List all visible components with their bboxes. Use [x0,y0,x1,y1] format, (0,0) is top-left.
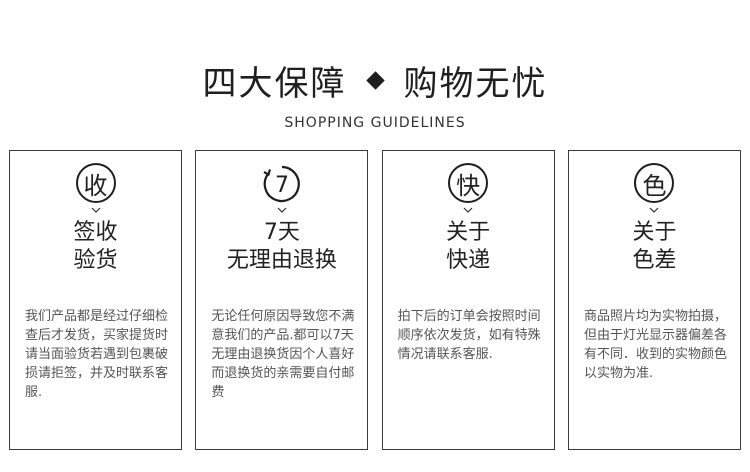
seven-icon-char: 7 [275,173,289,198]
card-body: 拍下后的订单会按照时间顺序依次发货，如有特殊情况请联系客服. [397,309,541,362]
card-heading-line2: 快递 [446,248,491,273]
chevron-down-icon [91,207,100,213]
card-heading-line1: 7天 [263,220,300,245]
title-left: 四大保障 [202,64,347,104]
card-heading: 7天 无理由退换 [196,219,367,275]
sign-icon: 收 [75,163,116,203]
subtitle: SHOPPING GUIDELINES [284,115,466,131]
title-row: 四大保障 购物无忧 [0,56,750,105]
title-right: 购物无忧 [403,64,548,104]
color-icon: 色 [634,163,675,203]
card-heading: 关于 色差 [569,219,740,275]
card-heading: 关于 快递 [383,219,554,275]
card-heading-line2: 验货 [73,248,118,273]
card-body: 无论任何原因导致您不满意我们的产品.都可以7天无理由退换货因个人喜好而退换货的亲… [211,309,355,400]
card-color-difference: 色 关于 色差 商品照片均为实物拍摄，但由于灯光显示器偏差各有不同．收到的实物颜… [567,150,741,450]
card-heading-line1: 签收 [73,220,118,245]
guarantee-cards: 收 签收 验货 我们产品都是经过仔细检查后才发货，买家提货时请当面验货若遇到包裹… [9,150,741,450]
card-seven-day-return: 7 7天 无理由退换 无论任何原因导致您不满意我们的产品.都可以7天无理由退换货… [195,150,369,450]
seven-day-return-icon: 7 [263,165,300,203]
card-heading-line1: 关于 [446,220,491,245]
card-body: 商品照片均为实物拍摄，但由于灯光显示器偏差各有不同．收到的实物颜色以实物为准. [583,309,727,381]
card-heading-line2: 色差 [632,248,677,273]
card-heading-line1: 关于 [632,220,677,245]
diamond-icon [365,71,385,90]
chevron-down-icon [277,207,287,213]
chevron-down-icon [463,207,473,213]
card-heading: 签收 验货 [10,219,181,275]
chevron-down-icon [650,207,659,213]
card-sign-inspect: 收 签收 验货 我们产品都是经过仔细检查后才发货，买家提货时请当面验货若遇到包裹… [9,150,182,450]
card-heading-line2: 无理由退换 [226,248,337,273]
express-icon: 快 [448,163,489,203]
card-body: 我们产品都是经过仔细检查后才发货，买家提货时请当面验货若遇到包裹破损请拒签，并及… [25,309,169,400]
card-express: 快 关于 快递 拍下后的订单会按照时间顺序依次发货，如有特殊情况请联系客服. [381,150,555,450]
page-header: 四大保障 购物无忧 SHOPPING GUIDELINES [0,56,750,131]
